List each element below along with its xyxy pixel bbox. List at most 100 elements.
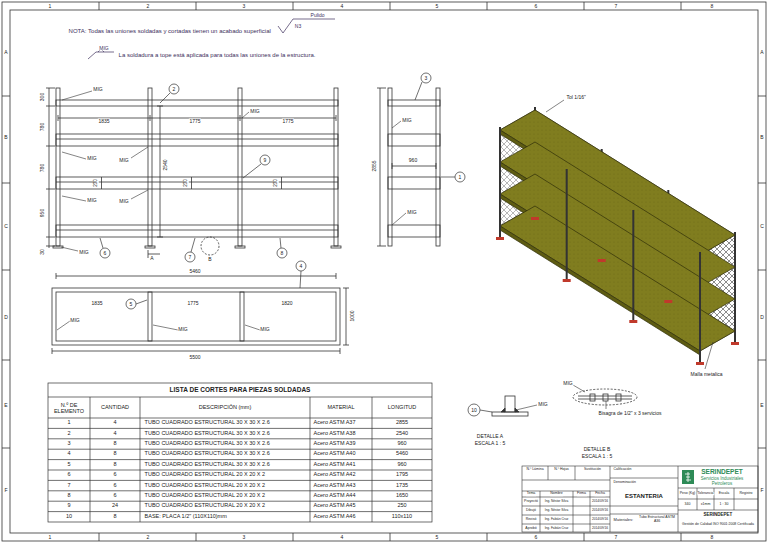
front-view	[331, 246, 341, 248]
front-view	[56, 225, 338, 237]
detail-drawings	[573, 389, 637, 405]
table-cell: Acero ASTM A42	[313, 472, 356, 478]
detail-drawings	[606, 401, 607, 409]
callout-number: 3	[424, 76, 428, 81]
dimension: 960	[408, 158, 418, 163]
title-block	[548, 466, 575, 480]
dimension: 5500	[189, 355, 201, 360]
isometric-shelf	[598, 259, 606, 262]
top-view	[343, 288, 349, 345]
weld-label: MIG	[119, 199, 130, 204]
front-view	[145, 246, 155, 248]
dimension: 230	[274, 179, 279, 188]
table-cell: Acero ASTM A45	[313, 504, 356, 510]
zone-number: 3	[242, 535, 246, 540]
zone-number: 4	[340, 535, 344, 540]
cut-list-table	[48, 383, 432, 522]
top-view	[148, 292, 152, 341]
callout-balloons	[260, 155, 270, 165]
callout-number: 2	[172, 87, 176, 92]
title-value: Ing. Fabián Cruz	[544, 518, 569, 521]
title-field: Calificación	[613, 468, 632, 472]
weld-label: MIG	[79, 250, 90, 255]
dimension: 300	[40, 92, 45, 102]
weld-leaders	[516, 385, 585, 410]
title-field: Proyectó	[524, 500, 539, 504]
dimension: 1835	[98, 119, 110, 124]
part-label: Bisagra de 1/2" x 3 servicios	[598, 411, 662, 416]
weld-leaders	[57, 91, 585, 410]
top-view	[240, 292, 244, 341]
zone-number: 6	[534, 535, 538, 540]
table-cell: 7	[67, 483, 71, 489]
callout-balloons	[169, 84, 179, 94]
zone-number: 5	[435, 535, 439, 540]
front-view	[235, 246, 245, 248]
weld-leaders	[392, 121, 406, 225]
table-cell: 960	[397, 462, 407, 468]
title-field: Peso (Kg)	[679, 492, 696, 496]
dimension: 950	[40, 208, 45, 218]
front-view	[56, 88, 60, 246]
table-cell: TUBO CUADRADO ESTRUCTURAL 30 X 30 X 2.6	[144, 431, 270, 437]
table-cell: TUBO CUADRADO ESTRUCTURAL 30 X 30 X 2.6	[144, 452, 270, 458]
table-cell: Acero ASTM A41	[313, 462, 356, 468]
title-field: Sustitución	[583, 468, 601, 472]
callout-number: 1	[458, 175, 462, 180]
isometric-shelf	[496, 217, 739, 365]
isometric-shelf	[496, 237, 504, 240]
callout-number: 6	[103, 251, 107, 256]
part-label: Malla metalica	[690, 372, 723, 377]
dimension: 30	[40, 249, 45, 256]
title-block	[522, 466, 758, 532]
sheet-frame	[99, 533, 681, 541]
table-cell: 960	[397, 441, 407, 447]
table-cell: 8	[67, 493, 71, 499]
dimension: 5460	[189, 269, 201, 274]
title-field: N.º Lámina	[526, 468, 544, 472]
top-view	[52, 288, 340, 345]
callout-number: 5	[129, 302, 133, 307]
title-block	[685, 472, 691, 482]
table-cell: 5460	[395, 452, 408, 458]
title-field: Firma	[576, 492, 586, 496]
detail-title: DETALLE B	[583, 447, 611, 452]
title-value: Ing. Néstor Silva	[544, 500, 569, 503]
weld-label: MIG	[119, 158, 130, 163]
isometric-shelf	[664, 300, 672, 303]
zone-letter: C	[4, 224, 9, 229]
isometric-shelf	[731, 342, 739, 345]
table-header: MATERIAL	[327, 405, 355, 411]
title-value: 1 : 30	[719, 503, 729, 507]
weld-label: MIG	[178, 327, 189, 332]
callout-balloons	[468, 404, 480, 416]
weld-label: MIG	[563, 381, 574, 386]
callout-number: 9	[263, 158, 267, 163]
detail-scale: ESCALA 1 : 5	[581, 454, 613, 459]
table-header: LONGITUD	[387, 405, 417, 411]
callout-balloons	[455, 172, 465, 182]
detail-drawings	[492, 412, 528, 416]
callout-balloons	[277, 248, 287, 258]
dimension: 230	[184, 179, 189, 188]
dimension: 1775	[282, 119, 294, 124]
table-cell: Acero ASTM A38	[313, 431, 356, 437]
cut-list-table	[48, 428, 432, 511]
table-cell: 6	[113, 493, 117, 499]
zone-number: 8	[710, 4, 714, 9]
table-cell: Acero ASTM A44	[313, 493, 356, 499]
dimension: 2540	[163, 159, 168, 171]
weld-label: MIG	[250, 109, 261, 114]
sheet-frame	[758, 96, 766, 448]
title-field: Tema	[526, 492, 536, 496]
callout-balloons	[296, 261, 306, 271]
front-view	[46, 88, 55, 248]
side-view	[392, 163, 436, 169]
table-cell: 2855	[395, 420, 408, 426]
table-cell: TUBO CUADRADO ESTRUCTURAL 20 X 20 X 2	[144, 472, 266, 478]
weld-leaders	[57, 321, 260, 330]
title-value: 2014/09/16	[591, 500, 608, 503]
table-cell: Acero ASTM A46	[313, 514, 356, 520]
title-block	[697, 488, 734, 510]
